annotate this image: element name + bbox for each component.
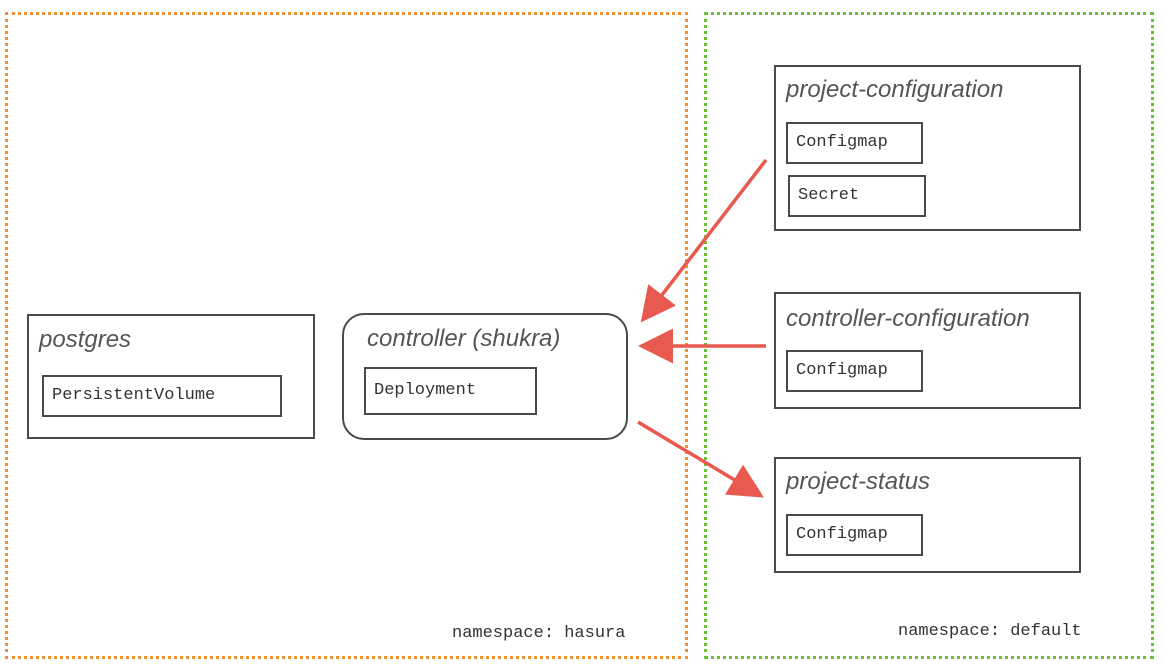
project-status-title: project-status: [786, 468, 931, 495]
deployment-chip[interactable]: Deployment: [364, 367, 537, 415]
configmap-chip-project-status[interactable]: Configmap: [786, 514, 923, 556]
project-configuration-title: project-configuration: [786, 76, 1004, 103]
arrow-controller-to-project-status: [637, 420, 765, 498]
persistent-volume-chip[interactable]: PersistentVolume: [42, 375, 282, 417]
controller-title: controller (shukra): [367, 325, 561, 352]
configmap-chip-controller-configuration[interactable]: Configmap: [786, 350, 923, 392]
namespace-default-label: namespace: default: [898, 622, 1082, 641]
namespace-hasura: [5, 12, 688, 659]
namespace-hasura-label: namespace: hasura: [452, 624, 626, 643]
controller-configuration-title: controller-configuration: [786, 305, 1030, 332]
postgres-title: postgres: [39, 326, 132, 353]
configmap-chip-project-configuration[interactable]: Configmap: [786, 122, 923, 164]
secret-chip-project-configuration[interactable]: Secret: [788, 175, 926, 217]
arrow-project-configuration-to-controller: [640, 158, 768, 323]
namespace-default: [704, 12, 1154, 659]
